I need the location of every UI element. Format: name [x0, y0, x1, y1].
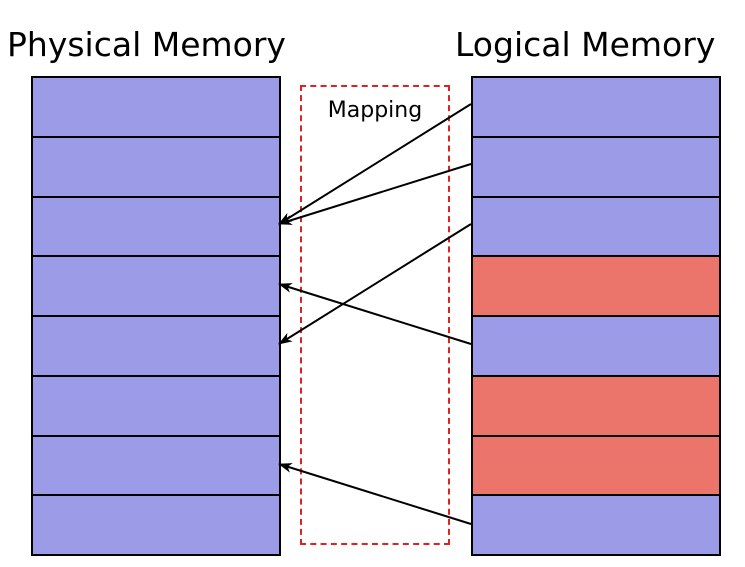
logical-memory-title: Logical Memory [455, 25, 716, 64]
physical-frame-0 [33, 78, 279, 138]
logical-page-0 [473, 78, 719, 138]
physical-frame-7 [33, 496, 279, 554]
physical-frame-6 [33, 436, 279, 497]
mapping-arrow-4 [278, 463, 472, 525]
physical-frame-1 [33, 137, 279, 198]
mapping-region [300, 85, 450, 545]
physical-memory-title: Physical Memory [7, 25, 286, 64]
physical-memory-column [31, 76, 281, 556]
mapping-arrow-3 [278, 283, 472, 345]
mapping-arrow-2 [278, 223, 472, 345]
logical-page-6 [473, 436, 719, 497]
logical-page-7 [473, 496, 719, 554]
logical-page-1 [473, 137, 719, 198]
physical-frame-3 [33, 257, 279, 317]
physical-frame-4 [33, 317, 279, 377]
logical-page-3 [473, 257, 719, 317]
logical-page-4 [473, 317, 719, 377]
physical-frame-5 [33, 376, 279, 437]
mapping-arrow-1 [278, 163, 472, 225]
logical-memory-column [471, 76, 721, 556]
logical-page-2 [473, 197, 719, 258]
mapping-arrow-0 [278, 103, 472, 225]
mapping-label: Mapping [327, 98, 423, 123]
physical-frame-2 [33, 197, 279, 258]
logical-page-5 [473, 376, 719, 437]
